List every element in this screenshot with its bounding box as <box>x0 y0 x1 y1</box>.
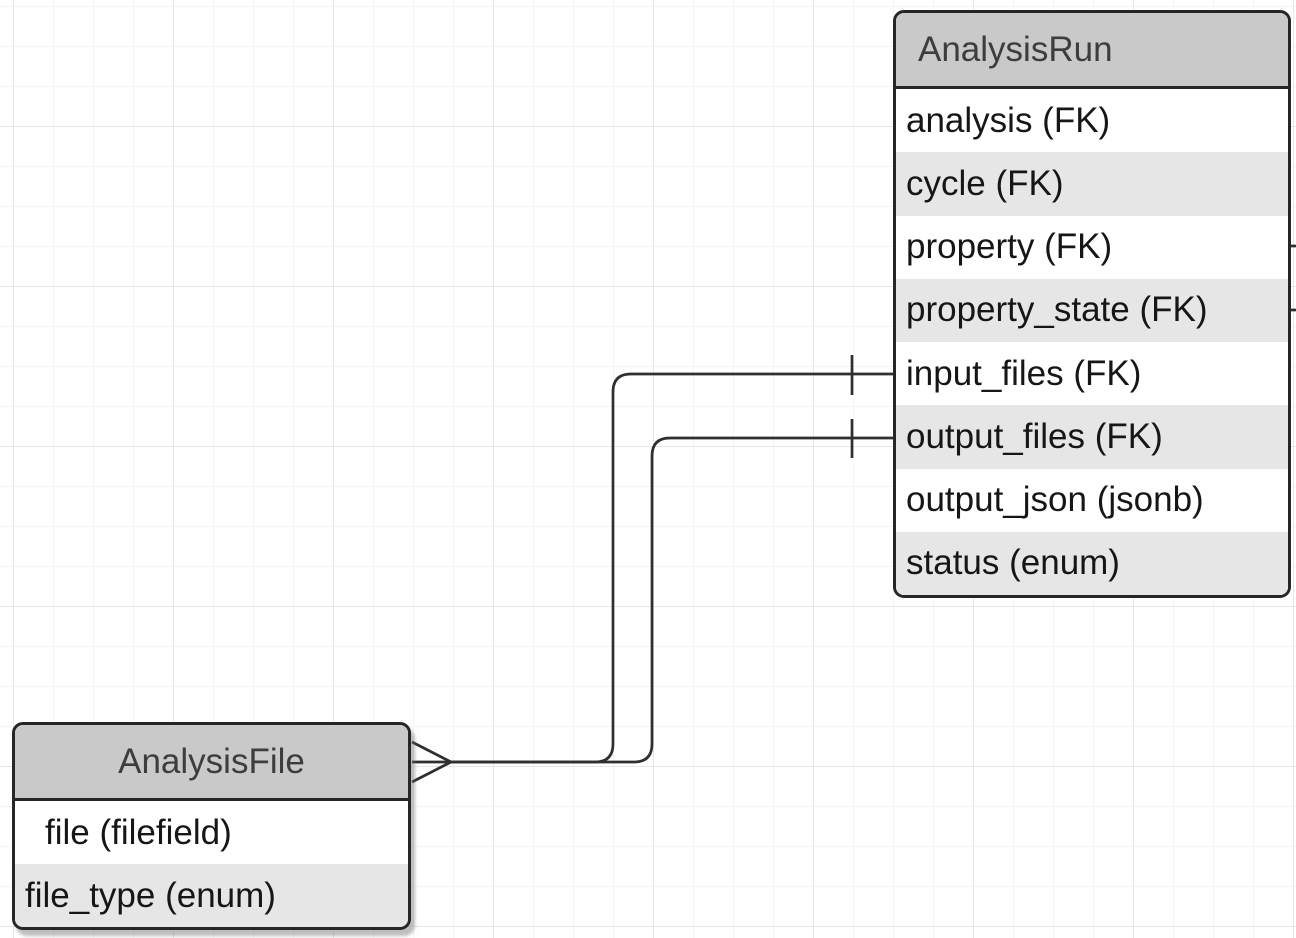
entity-analysisrun-rows: analysis (FK) cycle (FK) property (FK) p… <box>896 89 1288 595</box>
field-row-property[interactable]: property (FK) <box>896 215 1288 279</box>
entity-analysisfile-title[interactable]: AnalysisFile <box>15 725 408 801</box>
field-row-input-files[interactable]: input_files (FK) <box>896 342 1288 406</box>
field-row-property-state[interactable]: property_state (FK) <box>896 278 1288 342</box>
field-row-cycle[interactable]: cycle (FK) <box>896 152 1288 216</box>
field-row-output-files[interactable]: output_files (FK) <box>896 405 1288 469</box>
cardinality-many-crows-foot <box>411 740 453 784</box>
entity-analysisrun-title[interactable]: AnalysisRun <box>896 13 1288 89</box>
entity-analysisfile[interactable]: AnalysisFile file (filefield) file_type … <box>12 722 411 930</box>
field-row-file-type[interactable]: file_type (enum) <box>15 864 408 927</box>
edge-analysisfile-outputfiles[interactable] <box>451 436 896 764</box>
field-row-status[interactable]: status (enum) <box>896 531 1288 595</box>
field-row-output-json[interactable]: output_json (jsonb) <box>896 468 1288 532</box>
field-row-file[interactable]: file (filefield) <box>15 801 408 864</box>
entity-analysisrun[interactable]: AnalysisRun analysis (FK) cycle (FK) pro… <box>893 10 1291 598</box>
field-row-analysis[interactable]: analysis (FK) <box>896 89 1288 153</box>
entity-analysisfile-rows: file (filefield) file_type (enum) <box>15 801 408 927</box>
edge-analysisfile-inputfiles[interactable] <box>451 372 896 764</box>
